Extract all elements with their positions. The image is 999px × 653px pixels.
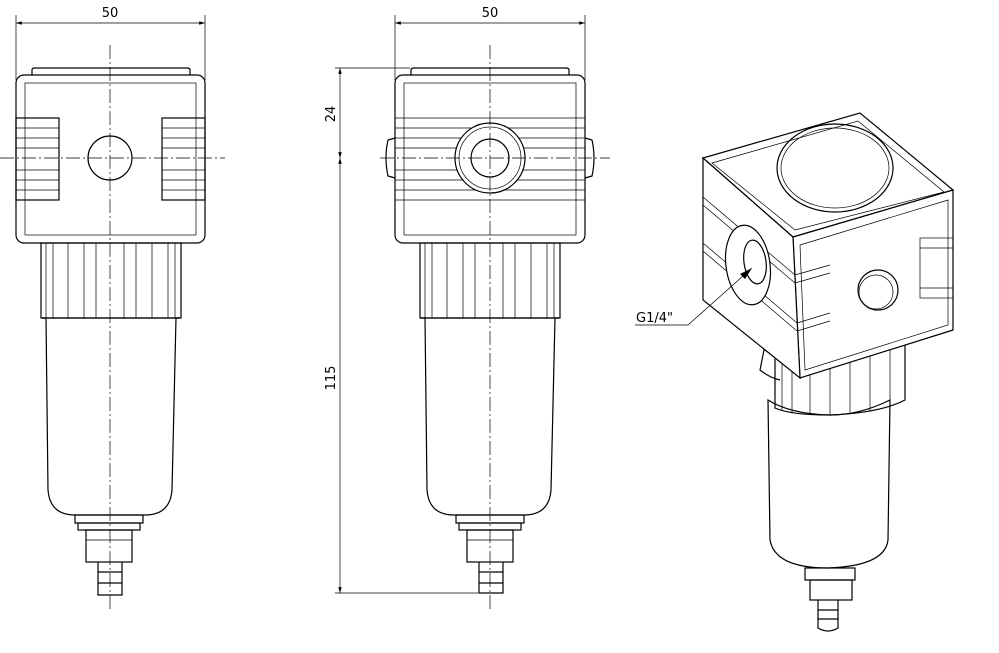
top-height-label: 24 xyxy=(324,106,339,123)
head-body xyxy=(15,74,206,244)
bowl xyxy=(42,317,180,516)
total-height-label: 115 xyxy=(324,366,339,391)
iso-bowl xyxy=(767,398,891,569)
right-port-nub xyxy=(584,137,595,179)
iso-top-cap xyxy=(776,123,894,213)
side-view: 50 xyxy=(324,6,610,610)
iso-gauge-port xyxy=(857,269,899,311)
collar xyxy=(40,242,182,319)
port-leader-line xyxy=(635,267,753,326)
right-rib xyxy=(161,117,206,201)
port-thread-label: G1/4" xyxy=(636,311,673,326)
isometric-view: G1/4" xyxy=(635,112,955,632)
left-rib xyxy=(15,117,60,201)
side-width-label: 50 xyxy=(482,6,499,21)
iso-inlet-port xyxy=(724,224,772,306)
drain-fitting xyxy=(85,529,133,563)
front-width-label: 50 xyxy=(102,6,119,21)
front-view: 50 xyxy=(0,6,225,610)
